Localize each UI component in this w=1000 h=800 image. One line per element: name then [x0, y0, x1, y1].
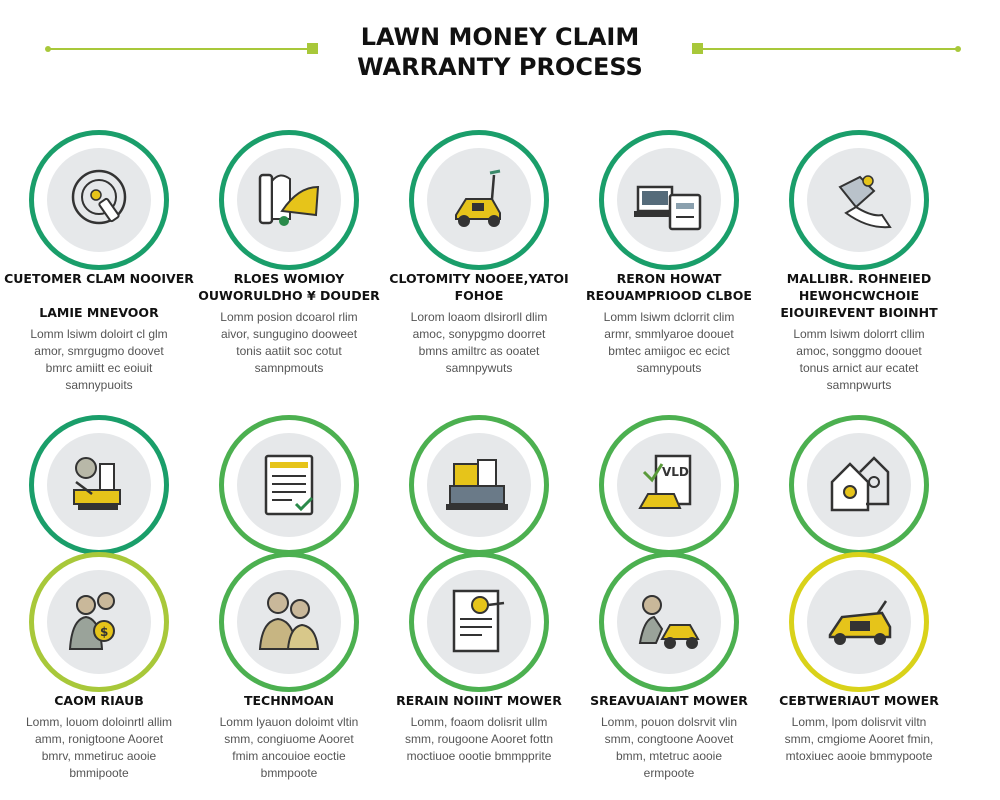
step-icon-circle [409, 552, 549, 692]
mower-parts-icon [73, 457, 121, 510]
step-title: MALLIBR. ROHNEIED HEWOHCWCHOIE EIOUIREVE… [780, 271, 938, 320]
receipt-mower-icon: VLD [638, 454, 692, 509]
step-text: RLOES WOMIOY OUWORULDHO ¥ DOUDER Lomm pos… [190, 270, 388, 377]
step-title: CAOM RIAUB [54, 693, 144, 708]
step-description: Lomm posion dcoarol rlim aivor, sungugin… [220, 310, 358, 375]
step-title: SREAVUAIANT MOWER [590, 693, 748, 708]
step-icon-circle [409, 415, 549, 555]
step-icon-background [47, 148, 151, 252]
page-title: LAWN MONEY CLAIM WARRANTY PROCESS [0, 22, 1000, 82]
hand-package-icon [838, 175, 892, 229]
repair-station-icon [446, 459, 508, 510]
step-text: SREAVUAIANT MOWER Lomm, pouon dolsrvit vl… [570, 692, 768, 782]
step-text: RERON HOWAT REOUAMPRIOOD CLBOE Lomm lsiwm… [570, 270, 768, 377]
step-description: Lomm lsiwm dolorrt cllim amoc, songgmo d… [793, 327, 925, 392]
step-icon-circle: $ [29, 552, 169, 692]
step-text: CEBTWERIAUT MOWER Lomm, lpom dolisrvit vi… [760, 692, 958, 765]
technicians-icon [258, 592, 320, 650]
step-text: CAOM RIAUB Lomm, louom doloinrtl allim am… [0, 692, 198, 782]
header-dot-left [45, 46, 51, 52]
title-line-2: WARRANTY PROCESS [357, 53, 643, 81]
step-description: Lorom loaom dlsirorll dlim amoc, sonypgm… [410, 310, 548, 375]
step-icon-background [617, 570, 721, 674]
step-description: Lomm, lpom dolisrvit viltn smm, cmgiome … [784, 715, 934, 763]
header-line-left [48, 48, 310, 50]
step-icon-background [237, 570, 341, 674]
step-title: CLOTOMITY NOOEE,YATOI FOHOE [389, 271, 569, 303]
step-description: Lomm lyauon doloimt vltin smm, congiuome… [219, 715, 359, 780]
header-square-left [307, 43, 318, 54]
step-title: RERAIN NOIINT MOWER [396, 693, 562, 708]
svg-text:$: $ [100, 625, 108, 639]
step-icon-circle [219, 130, 359, 270]
header-square-right [692, 43, 703, 54]
step-text: CLOTOMITY NOOEE,YATOI FOHOE Lorom loaom d… [380, 270, 578, 377]
step-icon-circle [789, 415, 929, 555]
header-line-right [700, 48, 958, 50]
step-title: RLOES WOMIOY OUWORULDHO ¥ DOUDER [198, 271, 380, 303]
step-text: TECHNMOAN Lomm lyauon doloimt vltin smm, … [190, 692, 388, 782]
step-text: RERAIN NOIINT MOWER Lomm, foaom dolisrit … [380, 692, 578, 765]
replacement-mower-icon [638, 595, 700, 649]
document-check-icon [264, 454, 314, 516]
step-description: Lomm lsiwm doloirt cl glm amor, smrgugmo… [30, 327, 168, 392]
mower-deck-icon [258, 173, 320, 226]
certified-mower-icon [828, 600, 892, 645]
house-gear-icon [830, 456, 890, 512]
step-description: Lomm, foaom dolisrit ullm smm, rougoone … [404, 715, 554, 763]
step-icon-circle [29, 415, 169, 555]
step-icon-circle [789, 130, 929, 270]
repair-document-icon [452, 589, 505, 653]
step-text: MALLIBR. ROHNEIED HEWOHCWCHOIE EIOUIREVE… [760, 270, 958, 394]
header-dot-right [955, 46, 961, 52]
step-title: CUETOMER CLAM NOOIVER LAMIE MNEVOOR [4, 271, 194, 320]
lawn-mower-icon [455, 169, 501, 227]
title-line-1: LAWN MONEY CLAIM [360, 23, 640, 51]
header: LAWN MONEY CLAIM WARRANTY PROCESS [0, 0, 1000, 100]
step-description: Lomm, pouon dolsrvit vlin smm, congtoone… [600, 715, 738, 780]
customer-money-icon: $ [68, 592, 115, 650]
step-title: TECHNMOAN [243, 693, 335, 708]
step-icon-circle [219, 415, 359, 555]
step-icon-circle [29, 130, 169, 270]
step-title: RERON HOWAT REOUAMPRIOOD CLBOE [586, 271, 752, 303]
step-text: CUETOMER CLAM NOOIVER LAMIE MNEVOOR Lomm … [0, 270, 198, 394]
step-description: Lomm, louom doloinrtl allim amm, ronigto… [25, 715, 173, 780]
step-icon-circle: VLD [599, 415, 739, 555]
step-icon-circle [219, 552, 359, 692]
computer-form-icon [634, 185, 702, 231]
svg-text:VLD: VLD [662, 465, 689, 479]
step-icon-circle [599, 130, 739, 270]
lock-gear-icon [71, 169, 127, 225]
step-icon-circle [789, 552, 929, 692]
step-icon-circle [409, 130, 549, 270]
step-description: Lomm lsiwm dclorrit clim armr, smmlyaroe… [603, 310, 735, 375]
step-icon-circle [599, 552, 739, 692]
step-title: CEBTWERIAUT MOWER [779, 693, 939, 708]
